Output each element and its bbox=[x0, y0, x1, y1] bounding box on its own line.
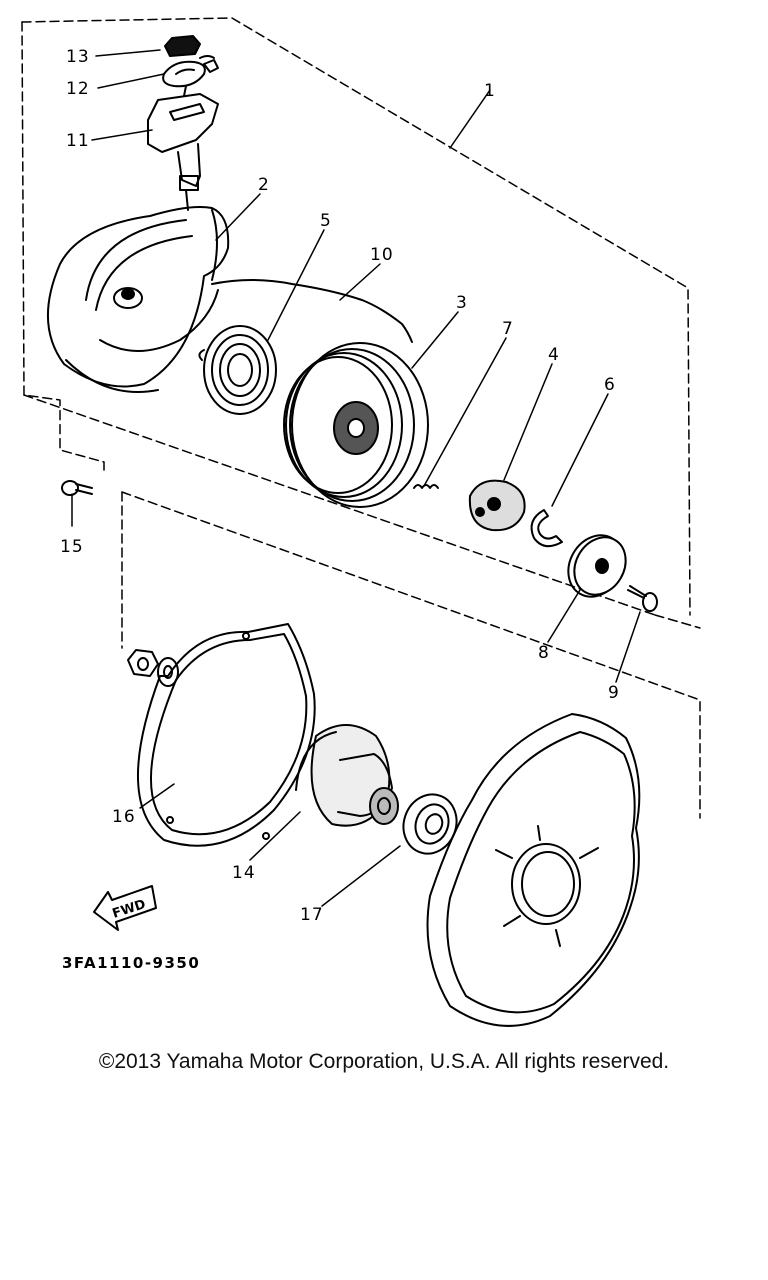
callout-6: 6 bbox=[604, 375, 616, 395]
callout-1: 1 bbox=[484, 81, 496, 101]
part-13-cap bbox=[164, 35, 215, 59]
callout-13: 13 bbox=[66, 47, 90, 67]
part-8-plate bbox=[567, 534, 627, 598]
drawing-code: 3FA1110-9350 bbox=[62, 954, 200, 972]
assembly-boundary-2 bbox=[121, 491, 701, 819]
part-5-spiral-spring bbox=[198, 325, 277, 415]
part-11-handle bbox=[147, 85, 219, 211]
part-2-case bbox=[46, 206, 230, 393]
callout-2: 2 bbox=[258, 175, 270, 195]
callout-3: 3 bbox=[456, 293, 468, 313]
leader-lines bbox=[71, 49, 641, 907]
assembly-boundary-1 bbox=[21, 17, 691, 616]
callout-10: 10 bbox=[370, 245, 394, 265]
part-6-circlip bbox=[530, 509, 563, 548]
part-7-spring bbox=[413, 484, 439, 489]
copyright-notice: ©2013 Yamaha Motor Corporation, U.S.A. A… bbox=[98, 1050, 670, 1073]
part-15-bolt bbox=[61, 480, 93, 496]
callout-9: 9 bbox=[608, 683, 620, 703]
part-10-rope bbox=[211, 279, 413, 343]
part-17-oil-seal bbox=[402, 793, 458, 855]
exploded-view-drawing: FWD 1 2 3 4 5 6 7 8 9 10 11 12 13 14 bbox=[21, 17, 701, 1027]
part-12-clip bbox=[162, 59, 219, 88]
callout-4: 4 bbox=[548, 345, 560, 365]
part-4-ratchet bbox=[468, 479, 526, 532]
part-14-drive-pulley bbox=[295, 724, 399, 827]
part-16-gasket bbox=[137, 623, 316, 847]
callout-17: 17 bbox=[300, 905, 324, 925]
crankcase-cover bbox=[426, 713, 641, 1027]
callout-numbers: 1 2 3 4 5 6 7 8 9 10 11 12 13 14 15 16 1… bbox=[60, 47, 620, 925]
part-9-bolt bbox=[627, 585, 658, 612]
callout-8: 8 bbox=[538, 643, 550, 663]
callout-7: 7 bbox=[502, 319, 514, 339]
callout-14: 14 bbox=[232, 863, 256, 883]
callout-11: 11 bbox=[66, 131, 90, 151]
callout-16: 16 bbox=[112, 807, 136, 827]
part-3-sheave-drum bbox=[283, 342, 429, 508]
callout-12: 12 bbox=[66, 79, 90, 99]
callout-15: 15 bbox=[60, 537, 84, 557]
callout-5: 5 bbox=[320, 211, 332, 231]
nut-and-washer bbox=[127, 649, 179, 687]
fwd-direction-badge: FWD bbox=[93, 885, 157, 931]
